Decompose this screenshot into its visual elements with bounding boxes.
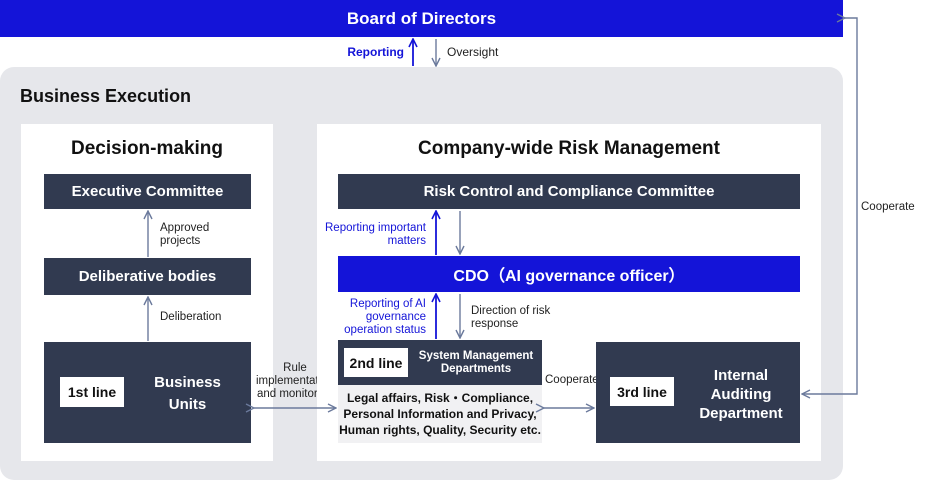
cooperate-board-label: Cooperate <box>861 201 915 213</box>
cooperate-2nd-3rd-label: Cooperate <box>545 374 599 386</box>
cdo-box: CDO（AI governance officer） <box>338 256 800 292</box>
third-line-tag: 3rd line <box>610 377 674 406</box>
reporting-important-label: Reporting important matters <box>325 222 426 247</box>
first-line-tag: 1st line <box>60 377 124 407</box>
board-of-directors: Board of Directors <box>0 0 843 37</box>
risk-management-title: Company-wide Risk Management <box>418 138 720 159</box>
second-line-tag: 2nd line <box>344 348 408 377</box>
reporting-ai-label: Reporting of AI governance operation sta… <box>344 298 426 336</box>
internal-auditing-label: Internal Auditing Department <box>699 367 783 422</box>
responsibilities-box: Legal affairs, Risk・Compliance, Personal… <box>338 385 542 443</box>
business-units-label: Business Units <box>154 374 221 413</box>
oversight-label: Oversight <box>447 45 499 59</box>
direction-risk-label: Direction of risk response <box>471 305 551 330</box>
system-management-label: System Management Departments <box>418 350 534 375</box>
reporting-board-label: Reporting <box>347 45 404 59</box>
deliberative-bodies-box: Deliberative bodies <box>44 258 251 295</box>
executive-committee-box: Executive Committee <box>44 174 251 209</box>
decision-making-title: Decision-making <box>70 138 224 159</box>
approved-projects-label: Approved projects <box>160 222 210 247</box>
risk-committee-box: Risk Control and Compliance Committee <box>338 174 800 209</box>
rule-implementation-label: Rule implementation and monitoring <box>256 362 334 400</box>
business-execution-title: Business Execution <box>20 86 192 106</box>
deliberation-label: Deliberation <box>160 311 222 323</box>
